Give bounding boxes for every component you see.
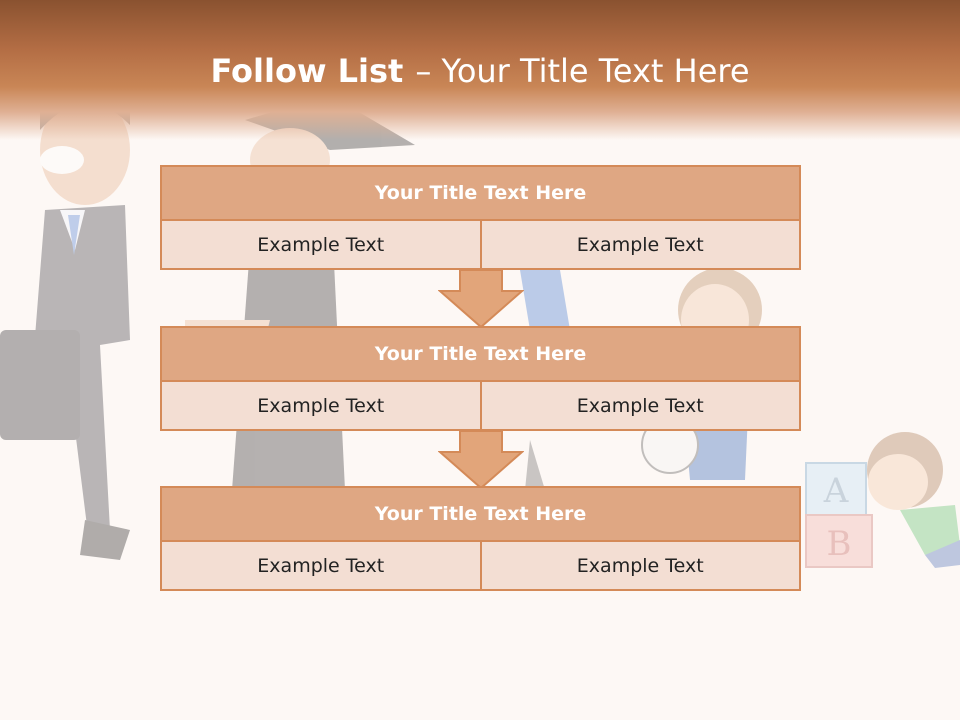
block-row: Example Text Example Text [160,542,801,591]
list-block-3: Your Title Text Here Example Text Exampl… [160,486,801,591]
block-cell-left: Example Text [162,221,480,268]
block-cell-left: Example Text [162,542,480,589]
block-letter-b: B [827,524,852,564]
block-letter-a: A [823,471,849,511]
block-row: Example Text Example Text [160,382,801,431]
list-block-2: Your Title Text Here Example Text Exampl… [160,326,801,431]
down-arrow-icon [438,430,524,490]
block-cell-right: Example Text [479,221,799,268]
down-arrow-icon [438,269,524,329]
slide-title-rest: – Your Title Text Here [415,52,750,90]
block-title: Your Title Text Here [160,165,801,221]
block-row: Example Text Example Text [160,221,801,270]
businessman-icon [0,90,130,560]
slide-title: Follow List – Your Title Text Here [0,52,960,90]
toddler-with-blocks-icon: A B [805,432,960,568]
block-cell-right: Example Text [479,382,799,429]
slide-title-bold: Follow List [210,52,404,90]
block-cell-right: Example Text [479,542,799,589]
block-title: Your Title Text Here [160,486,801,542]
list-block-1: Your Title Text Here Example Text Exampl… [160,165,801,270]
header-band [0,0,960,140]
block-title: Your Title Text Here [160,326,801,382]
block-cell-left: Example Text [162,382,480,429]
